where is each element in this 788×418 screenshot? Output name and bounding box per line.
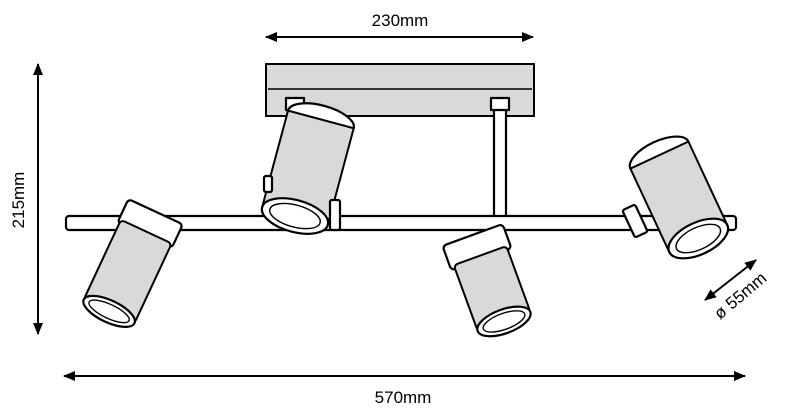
bar-body <box>64 214 738 232</box>
right-stem-cap <box>489 96 511 112</box>
spotlight-1 <box>82 199 183 328</box>
diameter-dimension: ø 55mm <box>704 259 770 323</box>
spotlight-2-hinge <box>328 198 342 232</box>
spotlight-2 <box>260 102 356 235</box>
diameter-arrow <box>704 259 757 301</box>
spotlight-1-lens-inner <box>88 299 130 324</box>
spotlight-2-lens <box>260 197 330 235</box>
height-label: 215mm <box>9 172 28 229</box>
top-width-dimension: 230mm <box>265 11 534 42</box>
spotlight-2-knob <box>262 174 274 194</box>
horizontal-bar <box>64 214 738 232</box>
spotlight-2-joint <box>262 174 342 232</box>
height-dimension: 215mm <box>9 63 43 335</box>
total-width-label: 570mm <box>375 388 432 407</box>
spotlight-4-joint <box>621 204 649 238</box>
spotlight-4-hinge <box>621 204 649 238</box>
spotlight-3-lens <box>476 305 532 338</box>
spotlight-4 <box>628 135 730 260</box>
spotlight-3-lens-inner <box>482 310 526 333</box>
spotlight-3 <box>442 224 532 338</box>
spotlight-2-lens-inner <box>269 202 321 230</box>
total-width-dimension: 570mm <box>63 371 746 407</box>
diameter-label: ø 55mm <box>710 268 770 323</box>
spotlight-1-lens <box>82 294 137 328</box>
right-stem <box>492 98 508 224</box>
spotlight-4-lens-inner <box>675 223 722 254</box>
top-width-label: 230mm <box>372 11 429 30</box>
spotlight-4-lens <box>667 217 730 260</box>
